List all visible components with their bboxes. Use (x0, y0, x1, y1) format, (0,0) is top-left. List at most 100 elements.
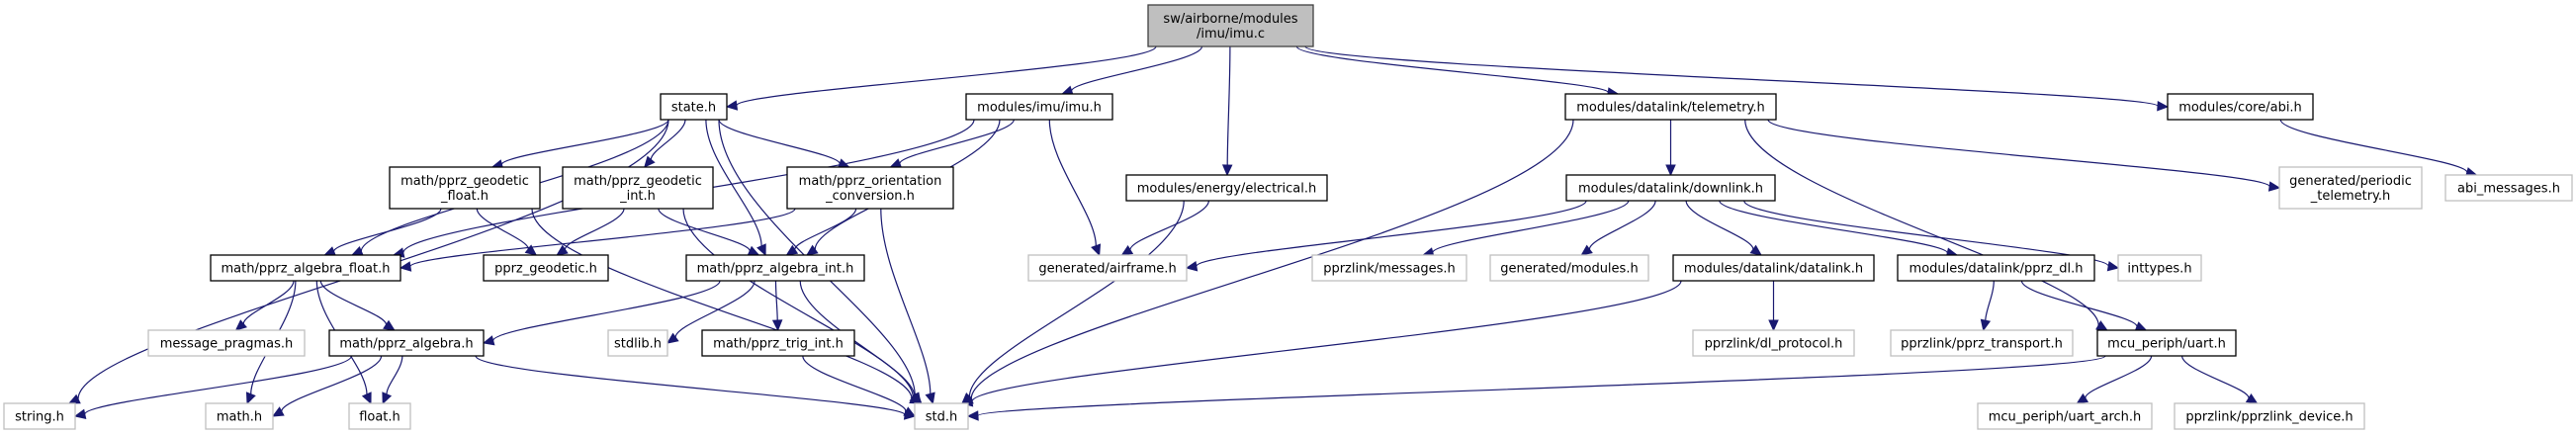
arrow-head-icon (382, 392, 393, 405)
edge-imu-c-to-state-h (736, 45, 1157, 107)
node-imu-c[interactable]: sw/airborne/modules/imu/imu.c (1147, 4, 1314, 47)
node-box (914, 402, 969, 430)
arrow-head-icon (889, 158, 903, 169)
node-box (328, 329, 485, 357)
node-box (1672, 254, 1875, 282)
node-pprz-transport-h: pprzlink/pprz_transport.h (1890, 329, 2074, 357)
node-box (210, 254, 401, 282)
arrow-head-icon (556, 244, 569, 256)
node-abi-h[interactable]: modules/core/abi.h (2167, 93, 2314, 121)
node-label: math/pprz_trig_int.h (713, 337, 844, 352)
node-box (483, 254, 609, 282)
node-label: pprzlink/messages.h (1323, 262, 1456, 277)
edge-pprz-dl-h-to-uart-h (2020, 280, 2138, 327)
node-periodic-telemetry-h: generated/periodic_telemetry.h (2278, 166, 2423, 210)
arrow-head-icon (271, 406, 285, 417)
node-string-h: string.h (3, 402, 76, 430)
node-label: math/pprz_algebra_float.h (222, 262, 391, 277)
edge-downlink-h-to-airframe-h (1196, 200, 1587, 267)
node-stdlib-h: stdlib.h (607, 329, 668, 357)
node-electrical-h[interactable]: modules/energy/electrical.h (1125, 174, 1328, 202)
node-downlink-h[interactable]: modules/datalink/downlink.h (1565, 174, 1776, 202)
node-geodetic-int-h[interactable]: math/pprz_geodetic_int.h (562, 166, 714, 210)
node-algebra-h[interactable]: math/pprz_algebra.h (328, 329, 485, 357)
node-label: _telemetry.h (2310, 189, 2391, 204)
node-pprz-dl-h[interactable]: modules/datalink/pprz_dl.h (1897, 254, 2095, 282)
node-pprz-geodetic-h[interactable]: pprz_geodetic.h (483, 254, 609, 282)
node-uart-arch-h: mcu_periph/uart_arch.h (1977, 402, 2153, 430)
arrow-head-icon (756, 243, 766, 257)
node-box (1565, 174, 1776, 202)
node-box (965, 93, 1113, 121)
node-label: generated/modules.h (1500, 262, 1638, 277)
node-box (1977, 402, 2153, 430)
node-state-h[interactable]: state.h (660, 93, 728, 121)
edges-layer (67, 45, 2478, 421)
node-telemetry-h[interactable]: modules/datalink/telemetry.h (1564, 93, 1777, 121)
node-trig-int-h[interactable]: math/pprz_trig_int.h (701, 329, 855, 357)
node-inttypes-h: inttypes.h (2117, 254, 2202, 282)
node-label: stdlib.h (614, 337, 662, 352)
edge-imu-h-to-orientation-h (899, 119, 1015, 164)
node-imu-h[interactable]: modules/imu/imu.h (965, 93, 1113, 121)
arrow-head-icon (1580, 244, 1593, 256)
edge-orientation-h-to-algebra-float-h (409, 208, 796, 268)
node-box (1692, 329, 1855, 357)
node-label: abi_messages.h (2457, 182, 2560, 197)
node-label: math/pprz_geodetic (400, 174, 529, 189)
edge-geodetic-int-h-to-pprz-geodetic-h (564, 208, 625, 250)
edge-algebra-h-to-std-h (475, 355, 906, 416)
node-geodetic-float-h[interactable]: math/pprz_geodetic_float.h (389, 166, 541, 210)
node-orientation-h[interactable]: math/pprz_orientation_conversion.h (786, 166, 954, 210)
edge-geodetic-float-h-to-std-h (531, 208, 913, 399)
arrow-head-icon (966, 410, 979, 421)
node-box (205, 402, 274, 430)
edge-orientation-h-to-std-h (880, 208, 932, 394)
edge-geodetic-float-h-to-algebra-float-h (333, 208, 442, 252)
node-label: math/pprz_algebra_int.h (697, 262, 854, 277)
edge-downlink-h-to-pprz-dl-h (1719, 200, 1948, 254)
edge-telemetry-h-to-std-h (970, 119, 1574, 399)
edge-downlink-h-to-messages-h (1432, 200, 1630, 253)
edge-telemetry-h-to-periodic-telemetry-h (1767, 119, 2270, 188)
arrow-head-icon (399, 261, 412, 272)
edge-uart-h-to-std-h (977, 355, 2106, 417)
node-box (147, 329, 306, 357)
arrow-head-icon (1091, 243, 1102, 257)
node-algebra-int-h[interactable]: math/pprz_algebra_int.h (685, 254, 865, 282)
edge-state-h-to-orientation-h (718, 119, 841, 165)
node-datalink-h[interactable]: modules/datalink/datalink.h (1672, 254, 1875, 282)
node-label: sw/airborne/modules (1163, 12, 1297, 27)
arrow-head-icon (666, 332, 679, 344)
edge-uart-h-to-pprzlink-device-h (2181, 355, 2250, 398)
node-label: pprzlink/pprz_transport.h (1901, 337, 2063, 352)
node-label: mcu_periph/uart_arch.h (1989, 410, 2142, 425)
node-label: modules/datalink/datalink.h (1684, 262, 1863, 277)
node-math-h: math.h (205, 402, 274, 430)
edge-imu-c-to-telemetry-h (1295, 45, 1609, 94)
edge-trig-int-h-to-std-h (802, 355, 907, 412)
node-label: math.h (217, 410, 262, 425)
edge-uart-h-to-uart-arch-h (2085, 355, 2153, 398)
edge-algebra-int-h-to-std-h (799, 280, 916, 396)
node-algebra-float-h[interactable]: math/pprz_algebra_float.h (210, 254, 401, 282)
edge-algebra-h-to-math-h (281, 355, 383, 412)
edge-algebra-h-to-string-h (84, 355, 352, 415)
node-label: math/pprz_algebra.h (339, 337, 473, 352)
node-abi-messages-h: abi_messages.h (2444, 174, 2573, 202)
node-box (2167, 93, 2314, 121)
node-box (3, 402, 76, 430)
arrow-head-icon (73, 408, 87, 419)
edge-algebra-int-h-to-algebra-h (492, 280, 721, 342)
node-pprzlink-device-h: pprzlink/pprzlink_device.h (2174, 402, 2365, 430)
node-uart-h[interactable]: mcu_periph/uart.h (2096, 329, 2237, 357)
node-label: mcu_periph/uart.h (2107, 337, 2226, 352)
edge-pprz-dl-h-to-pprz-transport-h (1985, 280, 1995, 321)
edge-algebra-int-h-to-trig-int-h (774, 280, 778, 321)
node-box (1897, 254, 2095, 282)
arrow-head-icon (644, 155, 656, 168)
arrow-head-icon (323, 246, 337, 257)
arrow-head-icon (2157, 100, 2170, 112)
arrow-head-icon (2245, 392, 2259, 404)
